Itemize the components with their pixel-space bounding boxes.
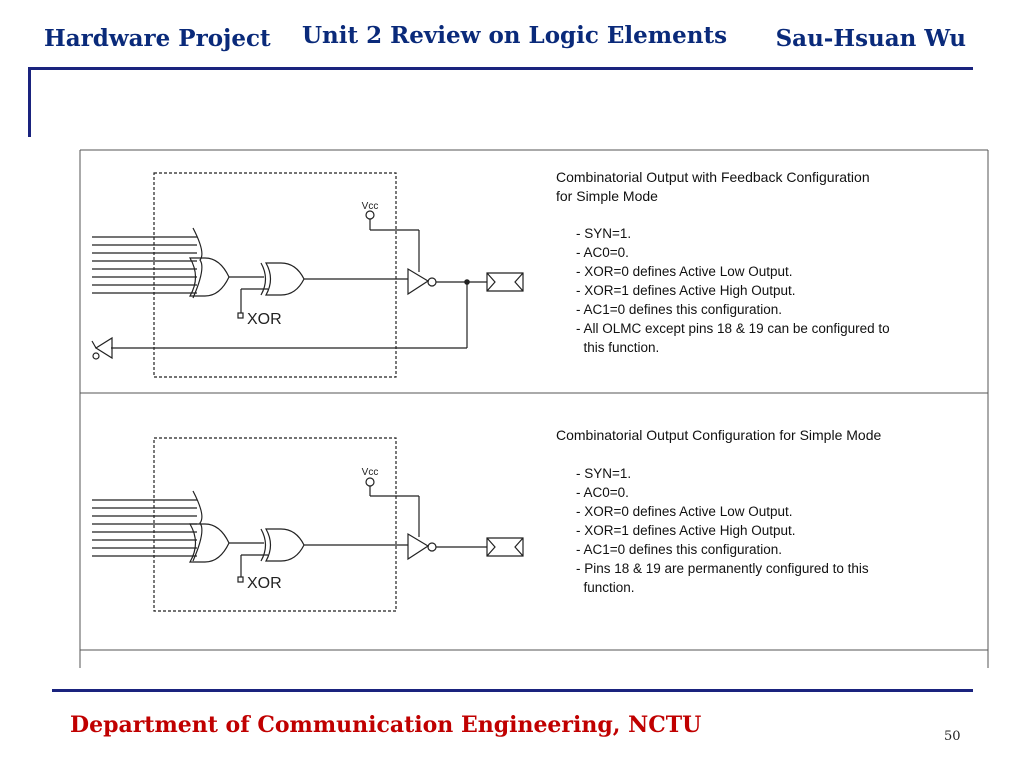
panel-2-bullet: - XOR=0 defines Active Low Output. xyxy=(576,504,793,519)
or-bar-2 xyxy=(192,490,203,562)
xor-back-2 xyxy=(260,528,267,562)
output-buffer-1 xyxy=(407,267,430,296)
page-number: 50 xyxy=(944,729,961,744)
output-pin-1 xyxy=(486,272,524,292)
xor-gate-2 xyxy=(264,528,305,562)
header-project: Hardware Project xyxy=(44,25,271,52)
vcc-pin-1 xyxy=(365,210,375,220)
output-buffer-2 xyxy=(407,532,430,561)
panel-2-title: Combinatorial Output Configuration for S… xyxy=(556,427,881,443)
panel-2-bullet: function. xyxy=(576,580,635,595)
xor-label-1: XOR xyxy=(247,311,282,328)
footer-department: Department of Communication Engineering,… xyxy=(70,712,702,738)
or-gate-2 xyxy=(188,523,230,563)
panel-2-bullet: - Pins 18 & 19 are permanently configure… xyxy=(576,561,869,576)
slide-title: Unit 2 Review on Logic Elements xyxy=(302,22,728,49)
left-rule xyxy=(28,67,31,137)
top-rule xyxy=(28,67,973,70)
xor-fuse-2 xyxy=(237,576,244,583)
panel-1-bullet: - SYN=1. xyxy=(576,226,631,241)
bottom-rule xyxy=(52,689,973,692)
panel-1-bullet: - AC1=0 defines this configuration. xyxy=(576,302,782,317)
panel-1-bullet: - AC0=0. xyxy=(576,245,629,260)
panel-1-bullets: - SYN=1. - AC0=0. - XOR=0 defines Active… xyxy=(576,226,890,355)
vcc-label-2: Vcc xyxy=(362,467,379,478)
feedback-buffer-1 xyxy=(94,336,113,360)
vcc-label-1: Vcc xyxy=(362,201,379,212)
panel-1-title-line-2: for Simple Mode xyxy=(556,188,658,204)
input-lines-2 xyxy=(92,499,197,557)
panel-1-bullet: - XOR=1 defines Active High Output. xyxy=(576,283,796,298)
panel-2-bullet: - AC0=0. xyxy=(576,485,629,500)
panel-feedback xyxy=(91,172,524,378)
input-lines-1 xyxy=(92,236,197,294)
output-pin-2 xyxy=(486,537,524,557)
panel-2-bullets: - SYN=1. - AC0=0. - XOR=0 defines Active… xyxy=(576,466,869,595)
or-bar-1 xyxy=(192,227,203,299)
panel-1-bullet: this function. xyxy=(576,340,659,355)
panel-1-title-line-1: Combinatorial Output with Feedback Confi… xyxy=(556,169,870,185)
header-author: Sau-Hsuan Wu xyxy=(775,25,966,52)
xor-label-2: XOR xyxy=(247,575,282,592)
panel-1-bullet: - XOR=0 defines Active Low Output. xyxy=(576,264,793,279)
xor-back-1 xyxy=(260,262,267,296)
feedback-pin-1 xyxy=(92,352,100,360)
panel-2-bullet: - XOR=1 defines Active High Output. xyxy=(576,523,796,538)
olmc-dashed-box-1 xyxy=(153,172,397,378)
or-gate-1 xyxy=(188,257,230,297)
vcc-pin-2 xyxy=(365,477,375,487)
panel-2-bullet: - SYN=1. xyxy=(576,466,631,481)
olmc-dashed-box-2 xyxy=(153,437,397,612)
panel-1-bullet: - All OLMC except pins 18 & 19 can be co… xyxy=(576,321,890,336)
panel-combinatorial xyxy=(92,437,524,612)
buffer-bubble-1 xyxy=(427,277,437,287)
panel-2-bullet: - AC1=0 defines this configuration. xyxy=(576,542,782,557)
xor-fuse-1 xyxy=(237,312,244,319)
xor-gate-1 xyxy=(264,262,305,296)
buffer-bubble-2 xyxy=(427,542,437,552)
